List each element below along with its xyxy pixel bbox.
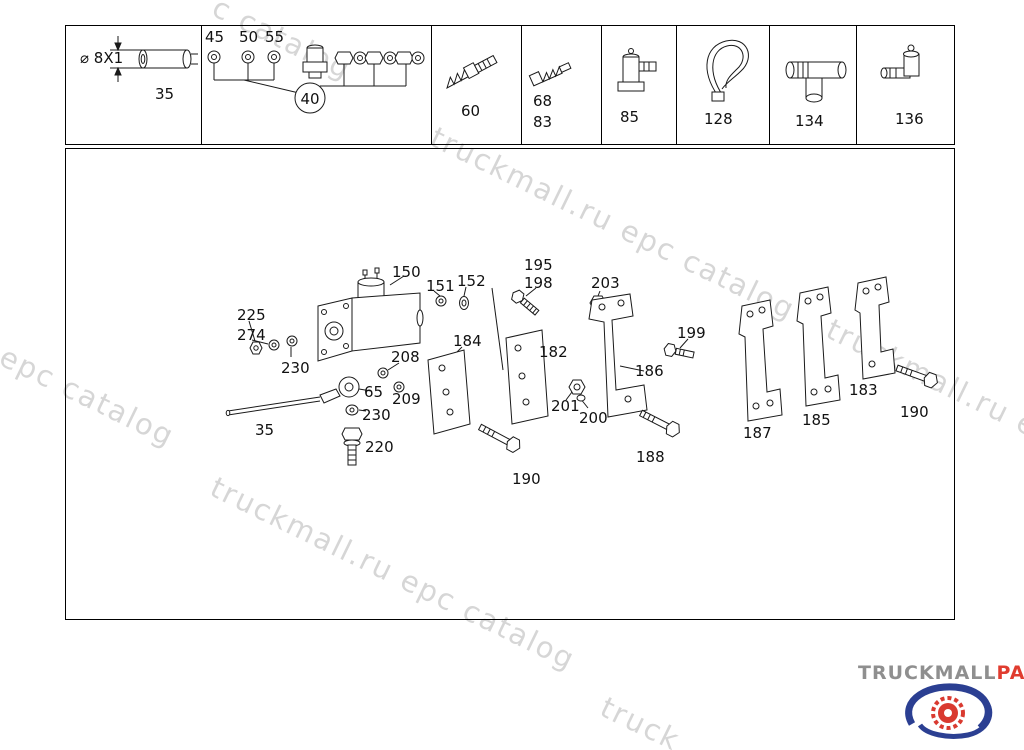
part-label-186: 186	[635, 362, 664, 380]
part-label-208: 208	[391, 348, 420, 366]
part-label-274: 274	[237, 326, 266, 344]
part-label-203: 203	[591, 274, 620, 292]
part-label-60: 60	[461, 102, 481, 120]
truckmall-logo: TRUCKMALLPARTS	[850, 658, 1024, 750]
part-label-209: 209	[392, 390, 421, 408]
logo-text-parts: PARTS	[996, 662, 1024, 684]
part-label-190-left: 190	[512, 470, 541, 488]
part-label-199: 199	[677, 324, 706, 342]
cell-divider	[201, 26, 202, 144]
part-label-150: 150	[392, 263, 421, 281]
part-label-230b: 230	[362, 406, 391, 424]
part-label-183: 183	[849, 381, 878, 399]
logo-text-truckmall: TRUCKMALL	[858, 662, 997, 684]
part-label-128: 128	[704, 110, 733, 128]
part-label-85: 85	[620, 108, 640, 126]
part-label-151: 151	[426, 277, 455, 295]
part-label-220: 220	[365, 438, 394, 456]
part-label-182: 182	[539, 343, 568, 361]
logo-text: TRUCKMALLPARTS	[858, 662, 1024, 684]
part-label-40: 40	[300, 90, 320, 108]
part-label-190-right: 190	[900, 403, 929, 421]
part-label-230: 230	[281, 359, 310, 377]
main-diagram-frame	[65, 148, 955, 620]
cell-divider	[676, 26, 677, 144]
part-label-184: 184	[453, 332, 482, 350]
part-label-187: 187	[743, 424, 772, 442]
watermark-text: truck	[595, 690, 686, 750]
part-label-188: 188	[636, 448, 665, 466]
cell-divider	[521, 26, 522, 144]
part-label-83: 83	[533, 113, 553, 131]
dimension-label: ⌀ 8X1	[80, 49, 124, 67]
part-label-134: 134	[795, 112, 824, 130]
cell-divider	[856, 26, 857, 144]
part-label-152: 152	[457, 272, 486, 290]
part-label-45: 45	[205, 28, 225, 46]
cell-divider	[769, 26, 770, 144]
cell-divider	[431, 26, 432, 144]
part-label-136: 136	[895, 110, 924, 128]
part-label-65: 65	[364, 383, 384, 401]
part-label-195: 195	[524, 256, 553, 274]
part-label-35-main: 35	[255, 421, 275, 439]
part-label-200: 200	[579, 409, 608, 427]
logo-gear-icon	[905, 683, 993, 739]
part-label-185: 185	[802, 411, 831, 429]
part-label-50: 50	[239, 28, 259, 46]
part-label-68: 68	[533, 92, 553, 110]
header-row-frame	[65, 25, 955, 145]
part-label-198: 198	[524, 274, 553, 292]
part-label-35-header: 35	[155, 85, 175, 103]
cell-divider	[601, 26, 602, 144]
part-label-201: 201	[551, 397, 580, 415]
part-label-55: 55	[265, 28, 285, 46]
part-label-225: 225	[237, 306, 266, 324]
